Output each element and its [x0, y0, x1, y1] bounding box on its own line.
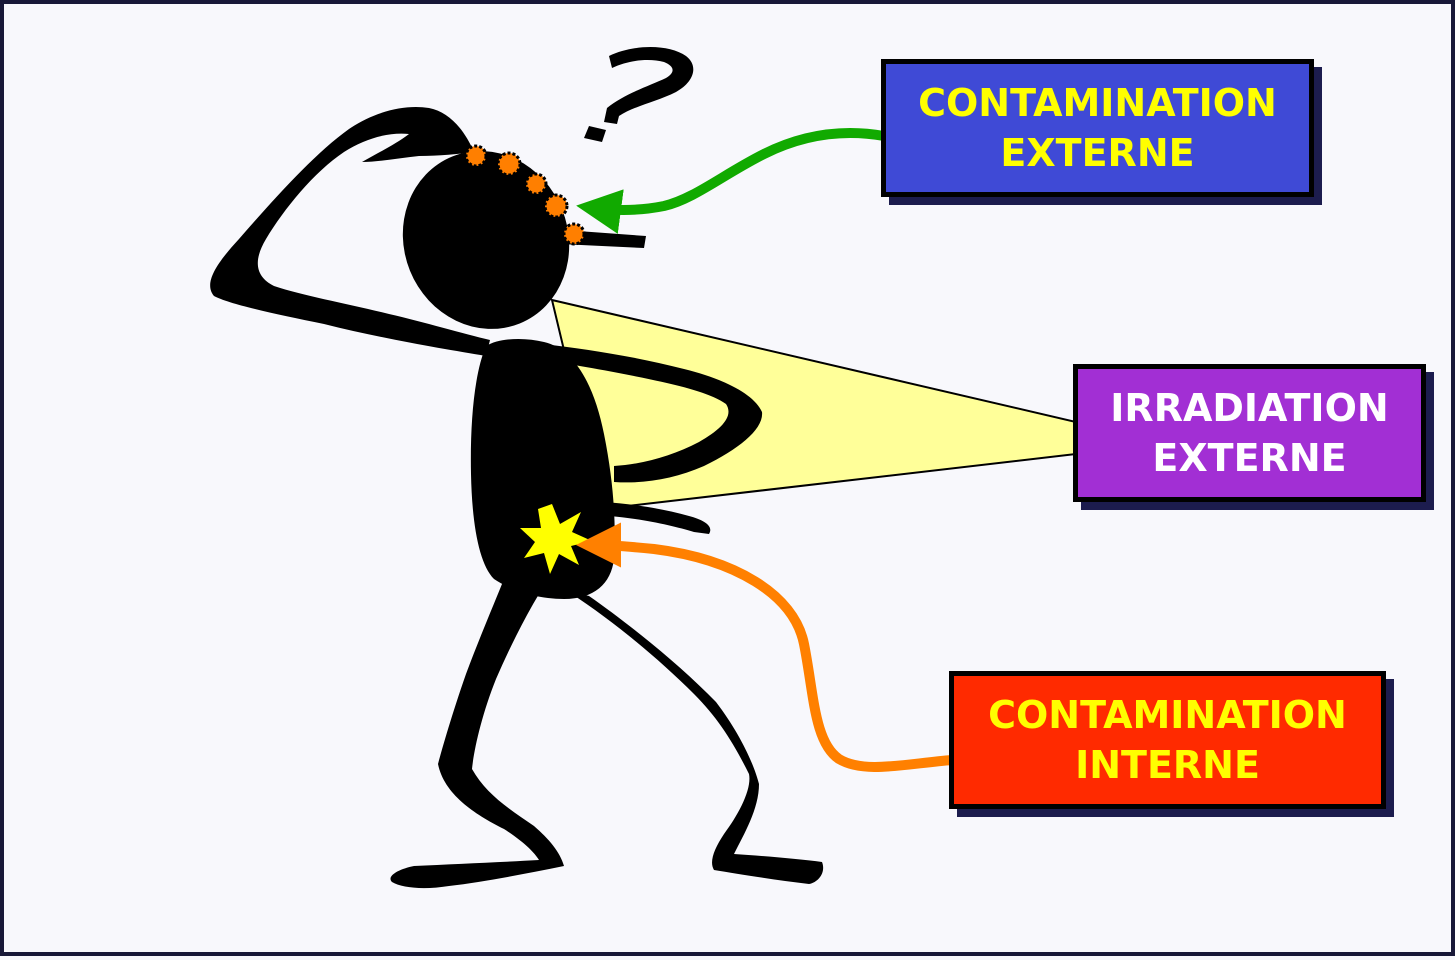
confused-stick-figure — [210, 47, 824, 889]
external-contamination-label: CONTAMINATION EXTERNE — [881, 59, 1314, 197]
internal-contamination-label: CONTAMINATION INTERNE — [949, 671, 1386, 809]
internal-contamination-line2: INTERNE — [1075, 743, 1260, 787]
hip-arm — [544, 344, 763, 483]
internal-contamination-line1: CONTAMINATION — [988, 693, 1347, 737]
left-leg — [390, 579, 564, 889]
internal-burst-icon — [520, 504, 592, 574]
particle — [496, 151, 522, 177]
right-leg — [564, 589, 824, 884]
external-irradiation-line2: EXTERNE — [1152, 436, 1347, 480]
illustration — [210, 47, 1077, 889]
lower-hand — [604, 502, 711, 534]
particle — [562, 222, 586, 246]
contamination-particles — [464, 144, 586, 246]
external-contamination-line2: EXTERNE — [1000, 131, 1195, 175]
external-irradiation-line1: IRRADIATION — [1110, 386, 1389, 430]
particle — [464, 144, 488, 168]
external-irradiation-label: IRRADIATION EXTERNE — [1073, 364, 1426, 502]
question-mark-icon — [584, 47, 694, 142]
orange-arrow — [576, 522, 953, 772]
particle — [543, 193, 569, 219]
head — [402, 151, 570, 329]
external-contamination-line1: CONTAMINATION — [918, 81, 1277, 125]
particle — [524, 172, 548, 196]
raised-arm — [210, 106, 490, 356]
green-arrow — [576, 128, 885, 234]
